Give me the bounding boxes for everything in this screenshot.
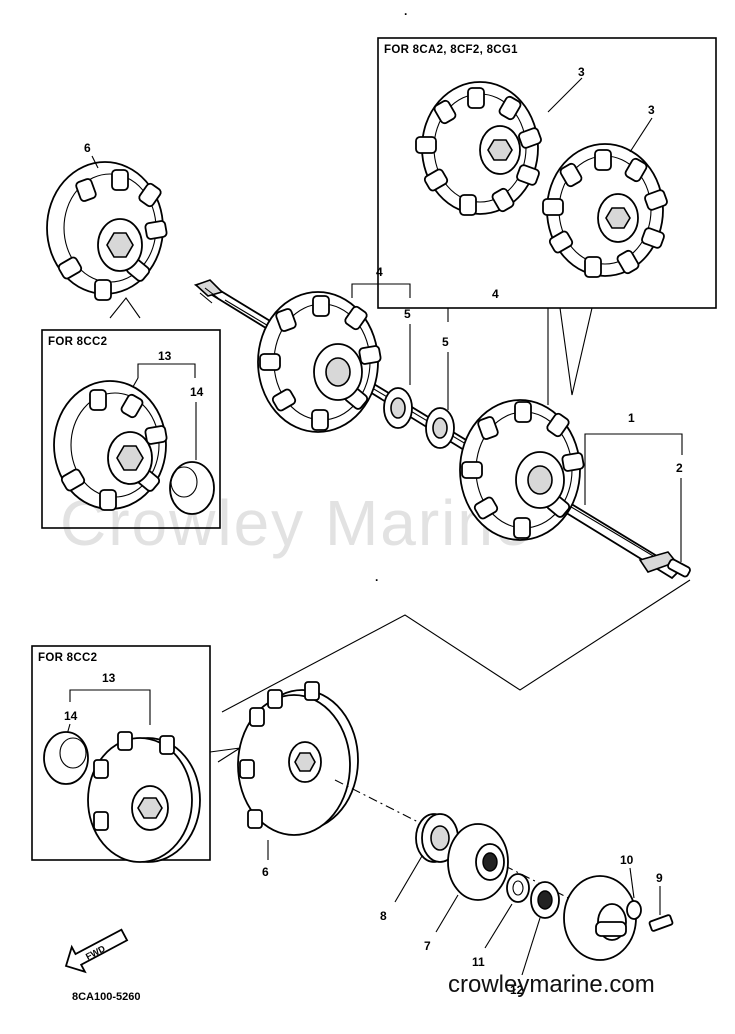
callout-5b: 5 xyxy=(442,335,449,349)
callout-3a: 3 xyxy=(578,65,585,79)
sprocket-variant-a xyxy=(415,81,542,216)
box-8ca2-variant: FOR 8CA2, 8CF2, 8CG1 xyxy=(377,37,717,396)
box-8cc2-lower: FOR 8CC2 13 14 xyxy=(31,645,241,863)
idler-wheel-6-lower: 6 xyxy=(237,681,359,879)
callout-6b: 6 xyxy=(262,865,269,879)
box-8cc2-upper: FOR 8CC2 13 14 xyxy=(41,329,221,529)
fwd-arrow-icon: FWD xyxy=(64,928,129,974)
drive-shaft-assembly: 4 5 4 5 1 2 xyxy=(193,265,691,580)
box-title-8cc2-lower: FOR 8CC2 xyxy=(38,652,97,664)
bearing-12: 12 xyxy=(510,881,560,997)
bolt-9: 9 xyxy=(648,871,674,932)
callout-12: 12 xyxy=(510,983,524,997)
flange-7: 7 xyxy=(424,823,509,953)
callout-7: 7 xyxy=(424,939,431,953)
hub-cap xyxy=(563,875,637,961)
callout-5a: 5 xyxy=(404,307,411,321)
washer-11: 11 xyxy=(472,873,530,969)
site-url: crowleymarine.com xyxy=(448,971,655,998)
lock-washer-10: 10 xyxy=(620,853,642,920)
callout-1: 1 xyxy=(628,411,635,425)
box-title-8cc2-upper: FOR 8CC2 xyxy=(48,336,107,348)
callout-9: 9 xyxy=(656,871,663,885)
svg-text:·: · xyxy=(375,573,379,587)
callout-10: 10 xyxy=(620,853,634,867)
box-title-8ca2: FOR 8CA2, 8CF2, 8CG1 xyxy=(384,44,518,56)
sprocket-variant-b xyxy=(542,143,668,278)
callout-14b: 14 xyxy=(64,709,78,723)
callout-8: 8 xyxy=(380,909,387,923)
callout-14a: 14 xyxy=(190,385,204,399)
callout-2: 2 xyxy=(676,461,683,475)
callout-4b: 4 xyxy=(492,287,499,301)
sprocket-6-upper: 6 xyxy=(46,141,168,319)
callout-6a: 6 xyxy=(84,141,91,155)
callout-13a: 13 xyxy=(158,349,172,363)
callout-11: 11 xyxy=(472,955,485,969)
svg-text:·: · xyxy=(404,7,408,21)
bearing-8: 8 xyxy=(380,813,459,923)
callout-3b: 3 xyxy=(648,103,655,117)
callout-4a: 4 xyxy=(376,265,383,279)
diagram-code: 8CA100-5260 xyxy=(72,991,141,1003)
callout-13b: 13 xyxy=(102,671,116,685)
